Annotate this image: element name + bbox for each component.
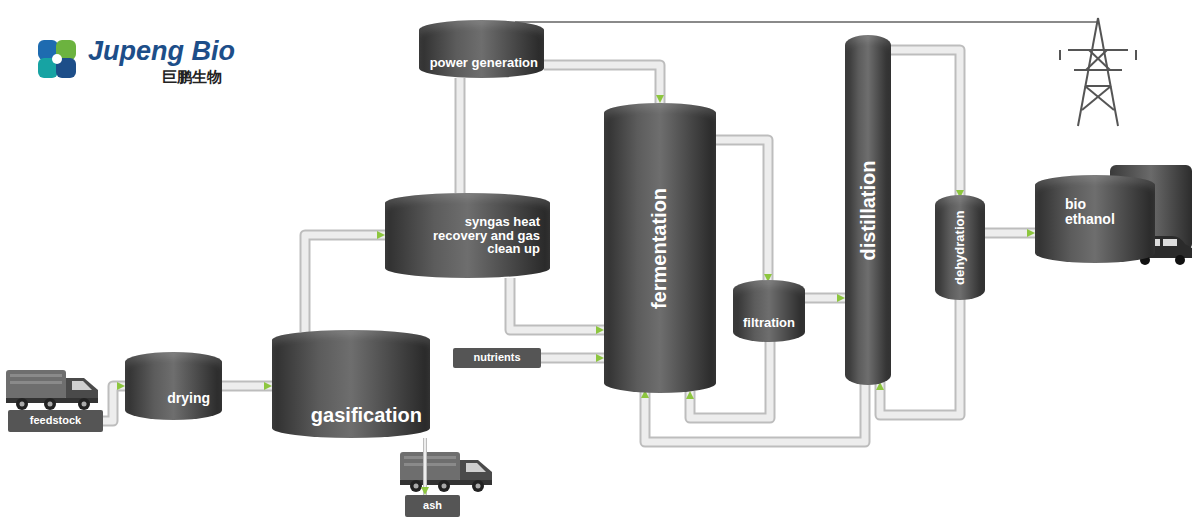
node-label: dehydration — [953, 210, 967, 284]
distillation-column: distillation — [845, 35, 891, 385]
node-label: fermentation — [650, 187, 671, 308]
brand-name: Jupeng Bio — [88, 36, 235, 67]
process-vessel: drying — [125, 352, 222, 420]
pipe-connector — [103, 386, 125, 421]
input-tag: nutrients — [453, 348, 541, 368]
pipe-outline — [891, 50, 960, 198]
pipe-core — [891, 50, 960, 198]
pipe-outline — [541, 353, 604, 364]
input-tag: feedstock — [8, 410, 103, 432]
pipe-core — [510, 278, 604, 330]
fermentation-column: fermentation — [604, 103, 716, 393]
pipe-outline — [305, 235, 385, 332]
output-tag: ash — [405, 495, 460, 517]
brand-name-chinese: 巨鹏生物 — [162, 68, 222, 87]
pipe-outline — [423, 438, 427, 495]
pipe-outline — [880, 297, 960, 415]
pipe-connector — [541, 358, 604, 359]
process-vessel: filtration — [733, 280, 805, 342]
node-label: syngas heat recovery and gas clean up — [420, 215, 540, 256]
pipe-outline — [716, 140, 768, 282]
pipe-connector — [891, 50, 960, 198]
pipe-core — [424, 438, 426, 495]
pipe-core — [305, 235, 385, 332]
process-vessel: dehydration — [935, 195, 985, 300]
node-label: drying — [167, 391, 210, 406]
node-label: distillation — [858, 160, 879, 260]
logo-mark — [38, 40, 76, 78]
pipe-outline — [510, 278, 604, 330]
pipe-outline — [544, 65, 660, 103]
node-label: power generation — [430, 56, 538, 70]
pipe-outline — [805, 293, 845, 304]
node-label: nutrients — [473, 352, 520, 364]
pipe-connector — [222, 386, 272, 387]
pipe-core — [716, 140, 768, 282]
product-tank: bio ethanol — [1035, 175, 1155, 263]
garbage-truck — [400, 452, 492, 492]
pipe-core — [457, 78, 464, 193]
pipe-core — [222, 383, 272, 390]
node-label: gasification — [311, 405, 422, 426]
pipe-outline — [222, 381, 272, 392]
pipe-core — [544, 65, 660, 103]
garbage-truck — [6, 370, 98, 410]
pipe-connector — [805, 298, 845, 299]
pipe-outline — [985, 228, 1035, 239]
node-label: feedstock — [30, 415, 81, 427]
pipe-connector — [460, 78, 461, 193]
pipe-connector — [544, 65, 660, 103]
process-vessel: syngas heat recovery and gas clean up — [385, 193, 550, 278]
pipe-outline — [455, 78, 466, 193]
process-vessel: power generation — [419, 20, 544, 78]
pipe-core — [541, 355, 604, 362]
pipe-connector — [510, 278, 604, 330]
pipe-core — [880, 297, 960, 415]
pipe-outline — [103, 386, 125, 421]
pipe-connector — [716, 140, 768, 282]
node-label: filtration — [743, 316, 795, 330]
power-line — [515, 21, 1098, 23]
pipe-core — [985, 230, 1035, 237]
node-label: ash — [423, 500, 442, 512]
pipe-connector — [305, 235, 385, 332]
node-label: bio ethanol — [1065, 197, 1125, 226]
pipe-connector — [880, 297, 960, 415]
pipe-connector — [425, 438, 426, 495]
process-vessel: gasification — [272, 330, 430, 438]
pipe-core — [103, 386, 125, 421]
pipe-core — [805, 295, 845, 302]
pipe-connector — [985, 233, 1035, 234]
power-pylon — [1060, 18, 1136, 126]
